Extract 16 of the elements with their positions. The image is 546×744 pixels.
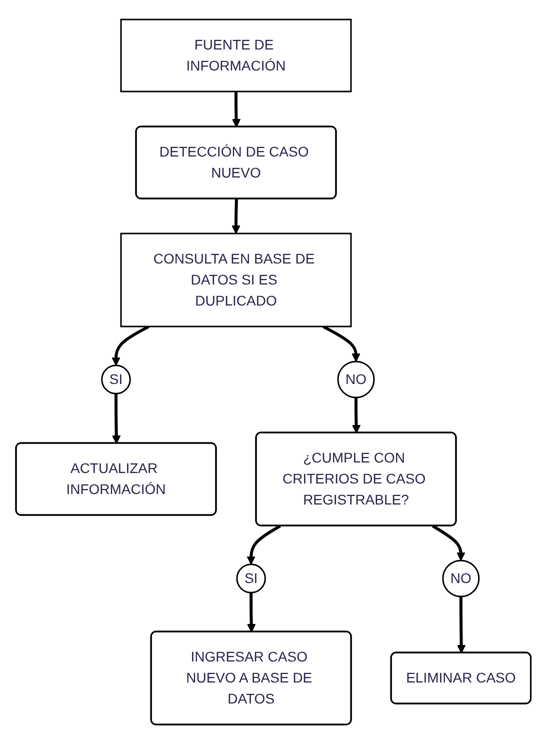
- node-box: CONSULTA EN BASE DE DATOS SI ES DUPLICADO: [120, 232, 352, 328]
- node-box: FUENTE DE INFORMACIÓN: [120, 18, 352, 92]
- arrow: [432, 524, 465, 561]
- arrow: [231, 92, 240, 128]
- arrow: [246, 524, 281, 565]
- arrow: [111, 325, 150, 366]
- arrow: [456, 596, 466, 654]
- arrow: [112, 394, 120, 444]
- node-circle: NO: [442, 560, 480, 598]
- arrow: [246, 592, 256, 632]
- node-circle: NO: [336, 360, 374, 398]
- arrow: [231, 198, 240, 234]
- arrow: [322, 325, 360, 362]
- arrow: [351, 398, 360, 434]
- node-circle: SI: [100, 364, 130, 394]
- node-circle: SI: [236, 564, 266, 594]
